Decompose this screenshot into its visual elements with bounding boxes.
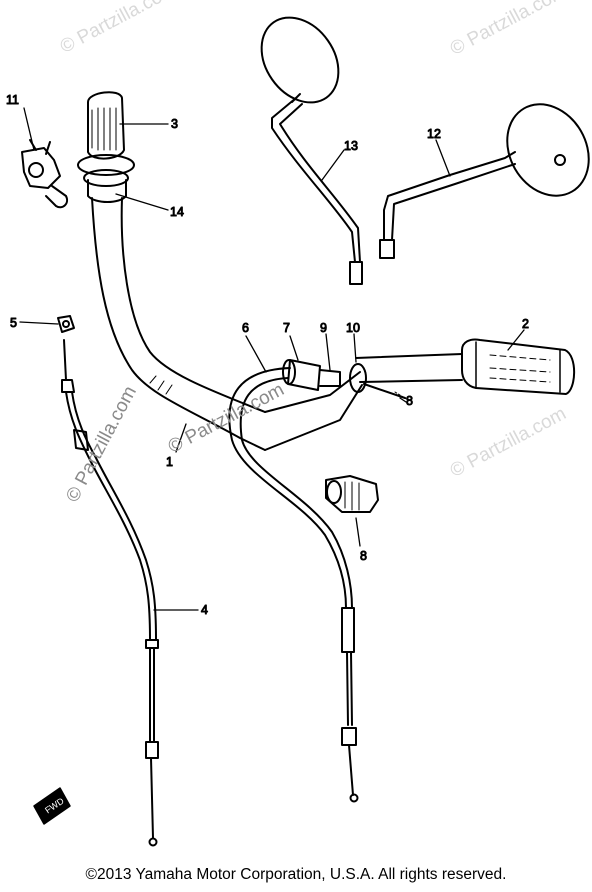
left-grip xyxy=(77,91,135,203)
right-switch xyxy=(325,475,379,513)
callout-11: 11 xyxy=(6,93,19,107)
callout-6: 6 xyxy=(242,321,249,335)
callout-12: 12 xyxy=(427,127,441,141)
clutch-cable xyxy=(61,339,159,847)
mirror-right xyxy=(379,103,590,259)
handlebar xyxy=(91,197,363,451)
lever-holder-left xyxy=(21,139,68,209)
callout-13: 13 xyxy=(344,139,358,153)
cable-adjuster xyxy=(57,315,75,333)
fwd-stamp: FWD xyxy=(33,787,71,825)
throttle-cable xyxy=(228,367,359,803)
callout-4: 4 xyxy=(201,603,208,617)
mirror-left xyxy=(260,16,363,285)
callout-8-upper: 8 xyxy=(406,394,413,408)
callout-10: 10 xyxy=(346,321,360,335)
callout-8-lower: 8 xyxy=(360,549,367,563)
copyright-notice: ©2013 Yamaha Motor Corporation, U.S.A. A… xyxy=(85,866,507,883)
leader-lines xyxy=(19,107,525,611)
callout-14: 14 xyxy=(170,205,184,219)
callout-3: 3 xyxy=(171,117,178,131)
callout-2: 2 xyxy=(522,317,529,331)
callout-1: 1 xyxy=(166,455,173,469)
callout-9: 9 xyxy=(320,321,327,335)
right-grip xyxy=(355,338,576,395)
throttle-assembly xyxy=(282,359,409,401)
callout-5: 5 xyxy=(10,316,17,330)
callout-7: 7 xyxy=(283,321,290,335)
